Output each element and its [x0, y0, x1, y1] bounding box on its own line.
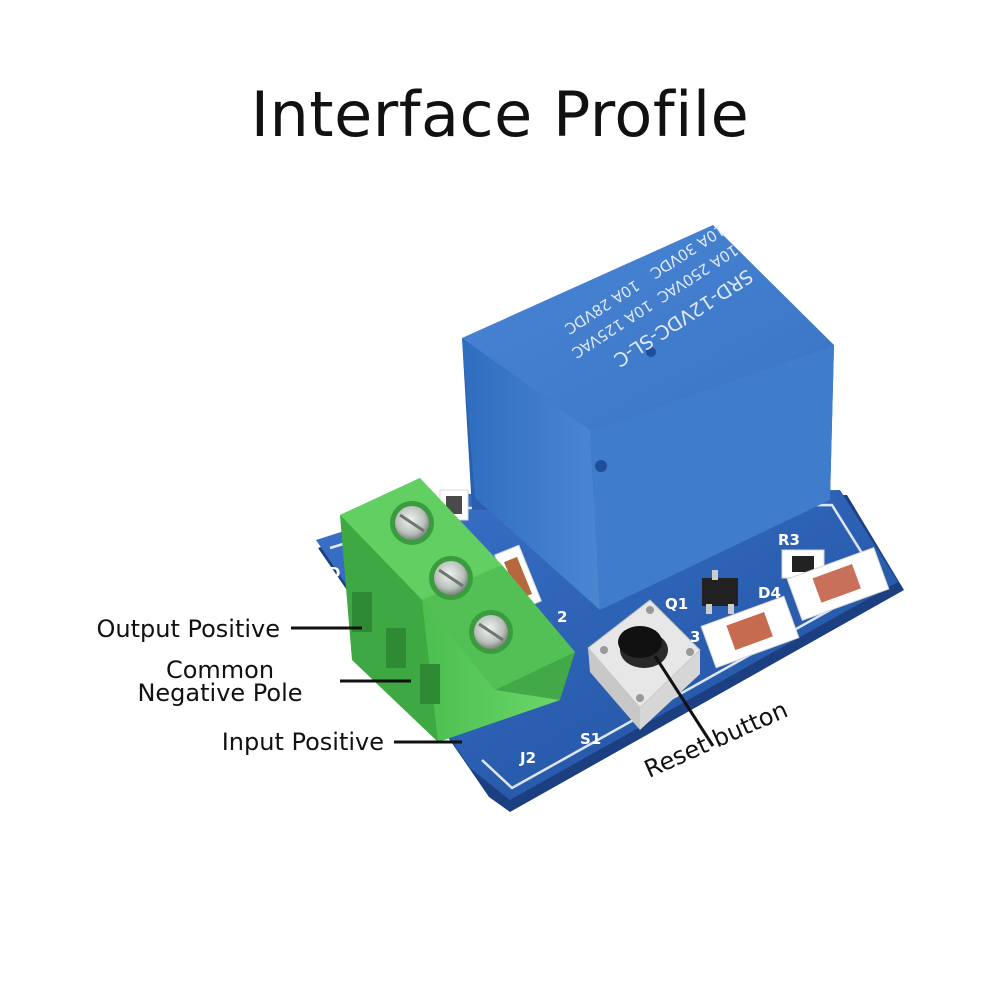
leader-reset-button [653, 655, 715, 747]
smd-components [439, 489, 890, 669]
callout-input-positive: Input Positive [221, 728, 384, 756]
reset-tactile-button [587, 599, 701, 730]
page-title: Interface Profile [250, 78, 750, 151]
silkscreen-s1: S1 [580, 730, 601, 748]
silkscreen-q1: Q1 [665, 595, 688, 613]
silkscreen-r3: R3 [778, 531, 800, 549]
transistor-q1 [702, 578, 738, 606]
terminal-screw [390, 501, 434, 545]
callout-leaders [291, 626, 715, 747]
silkscreen-pin-2: 2 [557, 608, 567, 626]
callout-common-line2: Negative Pole [137, 679, 303, 707]
silkscreen-d: D [328, 564, 340, 582]
callout-output-positive: Output Positive [96, 615, 280, 643]
relay-mark-dot [595, 460, 607, 472]
silkscreen-j2: J2 [519, 749, 536, 767]
terminal-screw [469, 610, 513, 654]
callout-common-line1: Common [165, 656, 275, 684]
terminal-screw [429, 556, 473, 600]
silkscreen-pin-3: 3 [690, 628, 700, 646]
relay-mark-dot [646, 347, 656, 357]
silkscreen-d4: D4 [758, 584, 781, 602]
relay-component: SRD-12VDC-SL-C 10A 250VAC 10A 125VAC 10A… [462, 221, 834, 610]
